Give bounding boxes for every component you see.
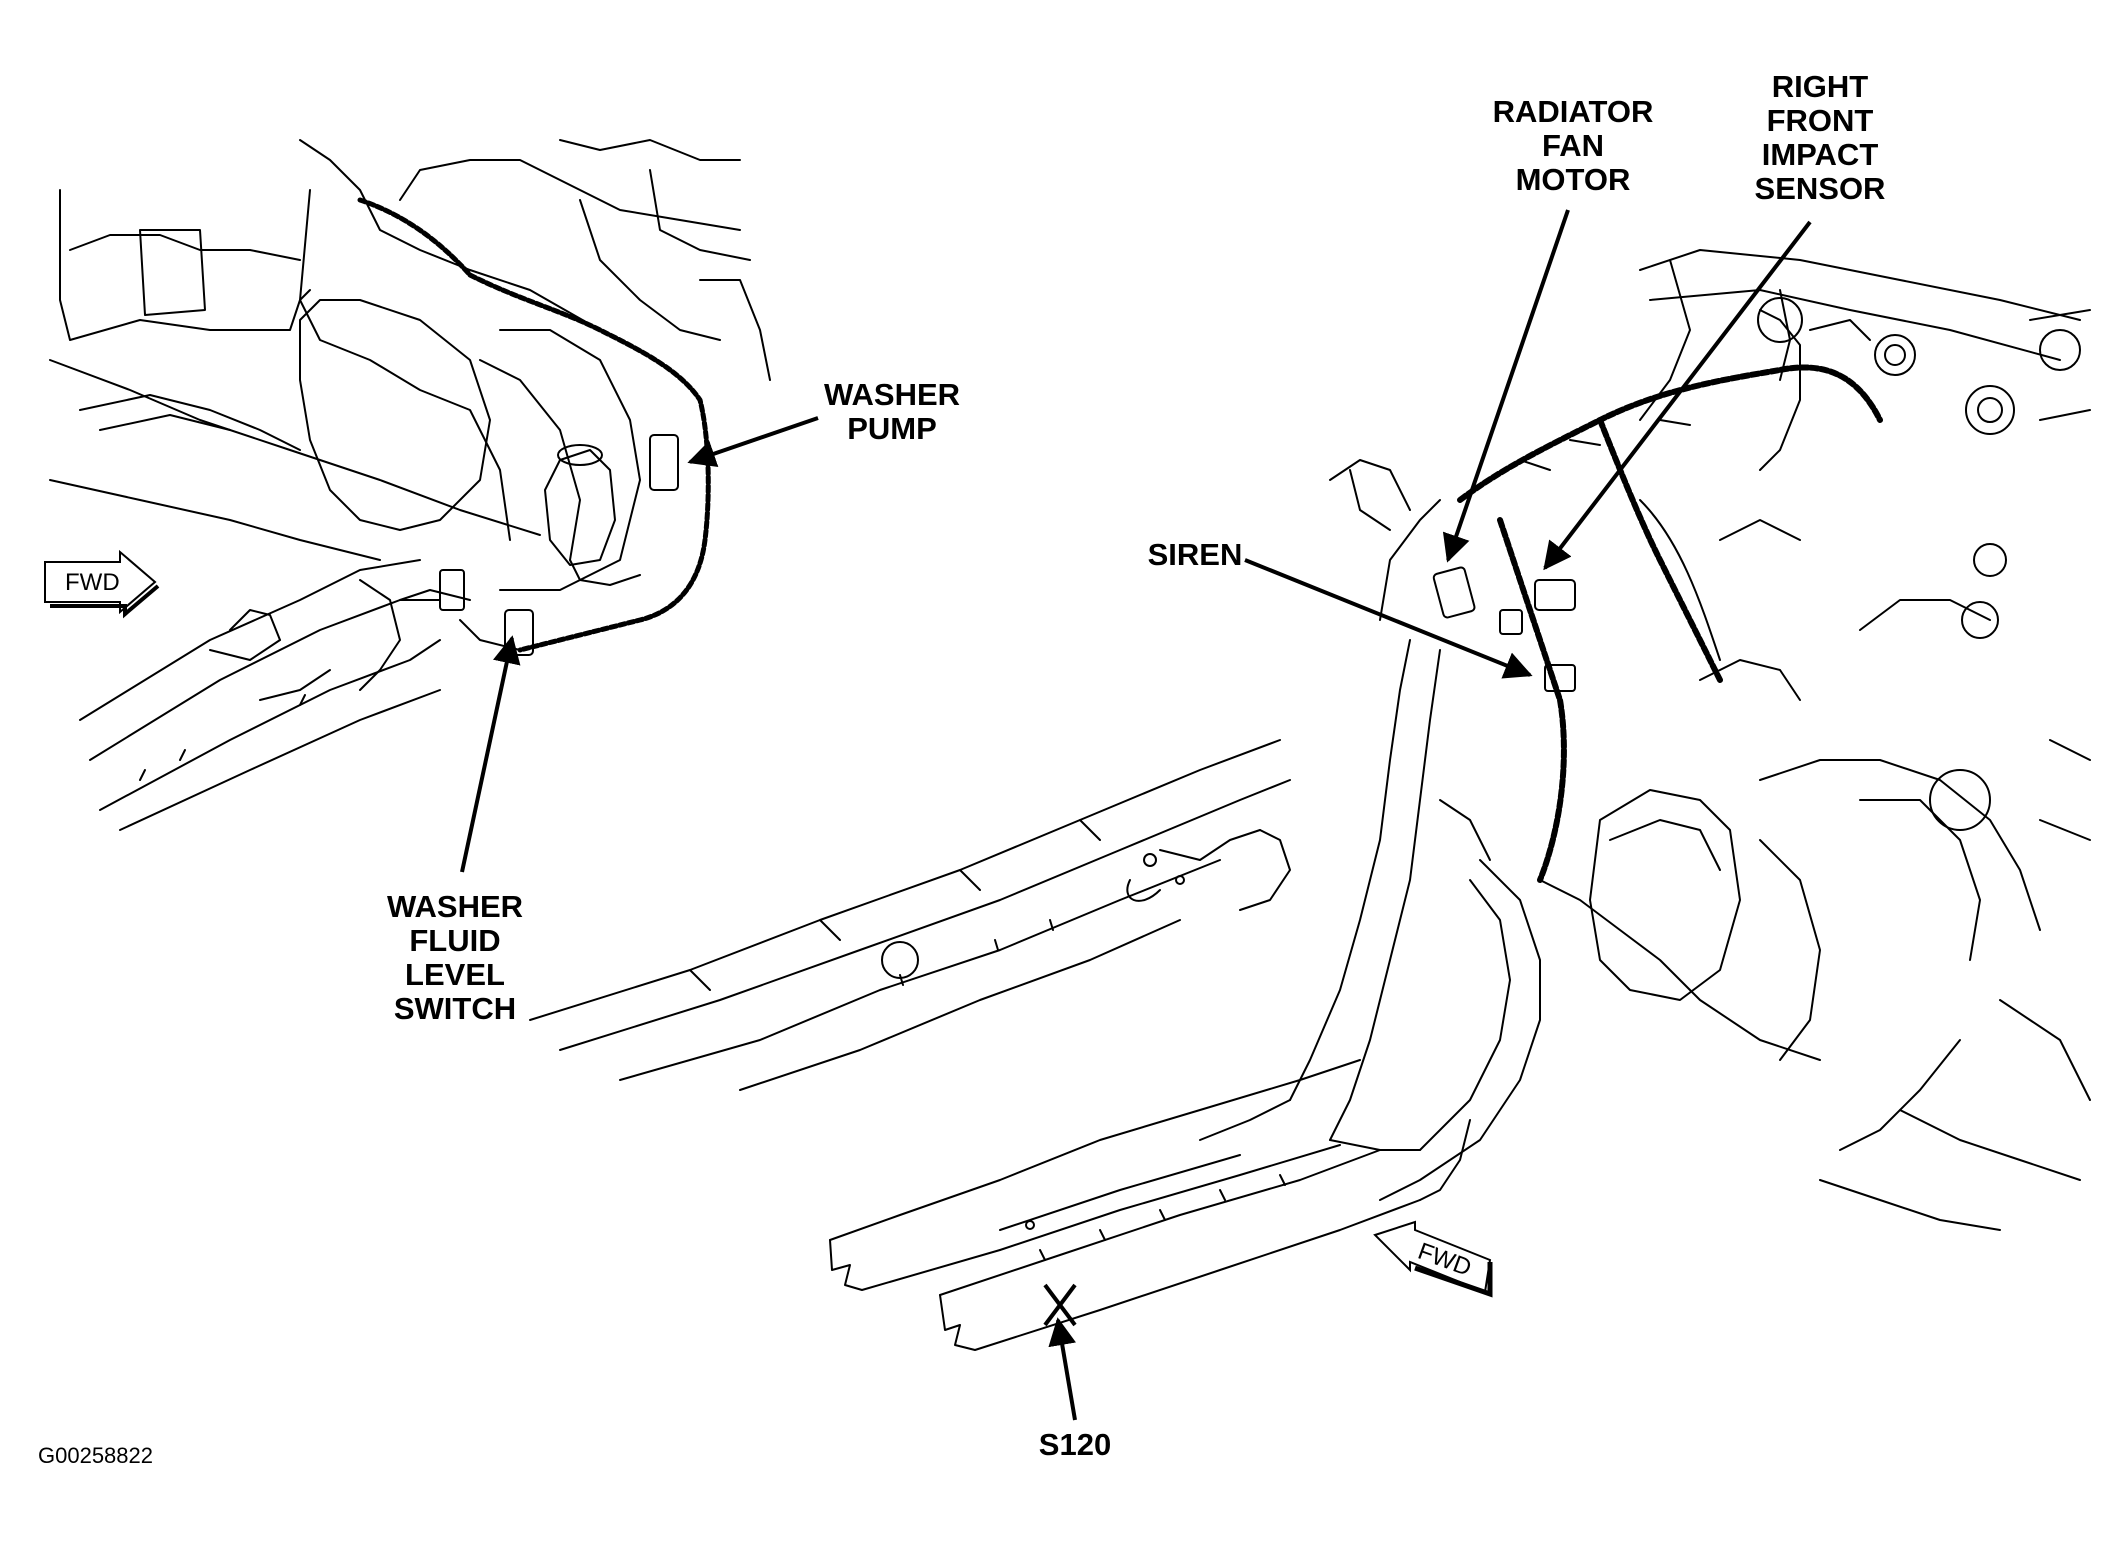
figure-id: G00258822 bbox=[38, 1443, 153, 1468]
callout-s120: S120 bbox=[1038, 1427, 1112, 1462]
right-front-impact-sensor-leader bbox=[1543, 220, 1812, 571]
s120-splice-mark bbox=[1043, 1283, 1077, 1327]
right-engine-compartment-structure bbox=[1199, 249, 2091, 1231]
fwd-arrow-left: FWD bbox=[44, 549, 160, 619]
callout-siren: SIREN bbox=[1147, 537, 1243, 572]
rocker-sill-assembly bbox=[829, 1059, 1471, 1351]
washer-pump-leader bbox=[687, 416, 819, 468]
washer-fluid-level-switch-leader bbox=[460, 635, 521, 873]
radiator-fan-motor-leader bbox=[1442, 209, 1570, 563]
callout-right-front-impact-sensor: RIGHT FRONT IMPACT SENSOR bbox=[1754, 69, 1886, 206]
fwd-label-left: FWD bbox=[65, 569, 120, 596]
callout-radiator-fan-motor: RADIATOR FAN MOTOR bbox=[1492, 94, 1654, 197]
frame-rail-assembly bbox=[529, 739, 1291, 1091]
fwd-arrow-right: FWD bbox=[1373, 1220, 1493, 1298]
callout-washer-pump: WASHER PUMP bbox=[823, 377, 961, 446]
callout-washer-fluid-level-switch: WASHER FLUID LEVEL SWITCH bbox=[386, 889, 524, 1026]
left-inset-body-structure bbox=[49, 139, 771, 831]
siren-leader bbox=[1244, 558, 1533, 679]
s120-leader bbox=[1048, 1317, 1077, 1421]
